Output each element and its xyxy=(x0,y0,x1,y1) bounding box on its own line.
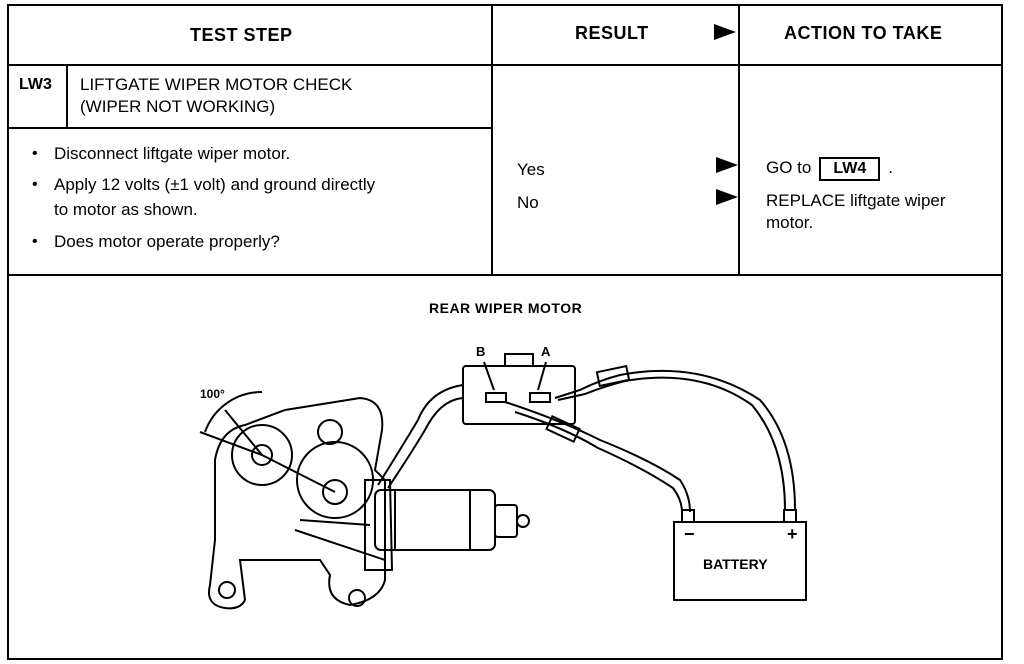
header-result: RESULT xyxy=(575,23,649,43)
action-yes-ref: LW4 xyxy=(819,157,881,181)
step-bullet-1: Disconnect liftgate wiper motor. xyxy=(32,143,290,164)
result-yes-arrow-icon xyxy=(716,157,738,173)
test-step-table xyxy=(7,4,1003,660)
step-code: LW3 xyxy=(19,76,52,93)
step-title-line2: (WIPER NOT WORKING) xyxy=(80,97,276,116)
result-yes: Yes xyxy=(517,160,545,179)
step-title-line1: LIFTGATE WIPER MOTOR CHECK xyxy=(80,75,353,94)
result-no: No xyxy=(517,193,539,212)
action-no-line1: REPLACE liftgate wiper xyxy=(766,191,946,210)
step-title-divider xyxy=(7,127,493,129)
step-bullet-3: Does motor operate properly? xyxy=(32,231,280,252)
step-bullet-2: Apply 12 volts (±1 volt) and ground dire… xyxy=(32,174,375,195)
action-no-line2: motor. xyxy=(766,213,814,232)
step-code-divider xyxy=(66,64,68,128)
header-arrow-icon xyxy=(714,24,736,40)
diagram-title: REAR WIPER MOTOR xyxy=(429,300,583,316)
col-divider-2 xyxy=(738,4,740,276)
step-bullet-2-cont: to motor as shown. xyxy=(54,200,198,219)
col-divider-1 xyxy=(491,4,493,276)
action-yes-prefix: GO to xyxy=(766,158,812,177)
diagram-divider xyxy=(7,274,1003,276)
header-test-step: TEST STEP xyxy=(190,25,293,45)
action-yes-suffix: . xyxy=(888,158,893,177)
header-action: ACTION TO TAKE xyxy=(784,23,943,43)
action-yes: GO to LW4. xyxy=(766,157,893,181)
header-divider xyxy=(7,64,1003,66)
result-no-arrow-icon xyxy=(716,189,738,205)
